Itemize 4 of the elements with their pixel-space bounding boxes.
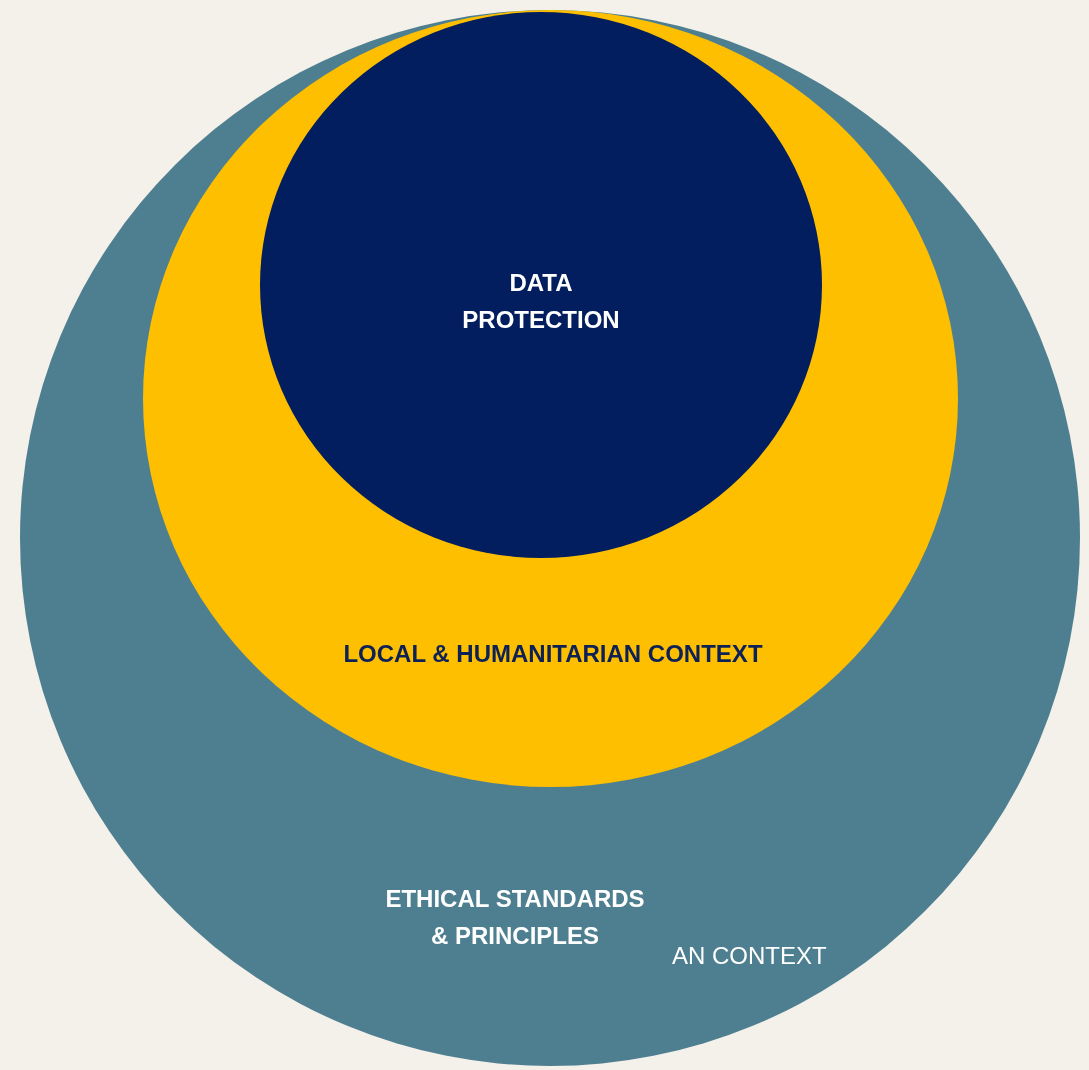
circle-label: LOCAL & HUMANITARIAN CONTEXT [342, 639, 764, 669]
circle-label: DATA PROTECTION [461, 268, 621, 335]
stray-label: AN CONTEXT [672, 942, 827, 970]
circle-label: ETHICAL STANDARDS & PRINCIPLES [384, 884, 646, 951]
